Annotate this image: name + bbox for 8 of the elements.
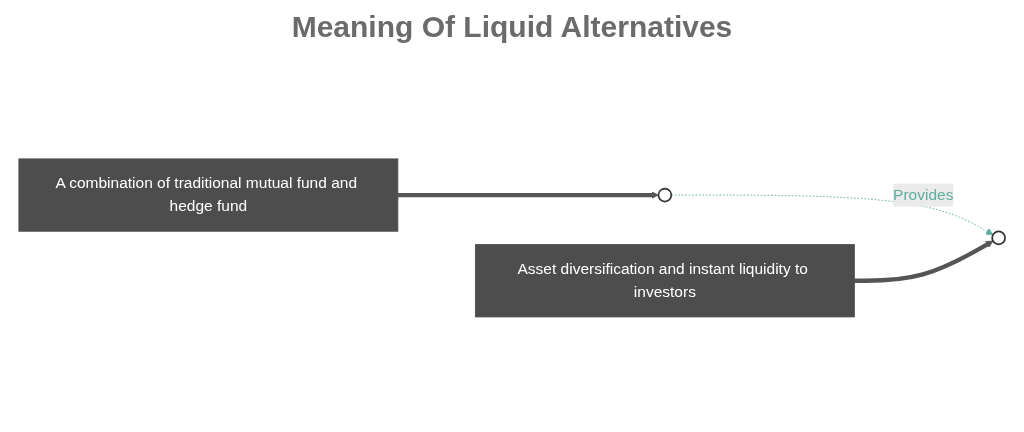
node-box: A combination of traditional mutual fund and hedge fund: [18, 158, 399, 232]
node-circle: [657, 187, 673, 203]
arrow: [854, 240, 994, 283]
edge-label: Provides: [893, 186, 954, 204]
diagram-title: Meaning Of Liquid Alternatives: [291, 10, 733, 44]
node-circle: [991, 230, 1006, 246]
arrow: [397, 191, 659, 199]
node-box: Asset diversification and instant liquidity to investors: [474, 244, 855, 318]
